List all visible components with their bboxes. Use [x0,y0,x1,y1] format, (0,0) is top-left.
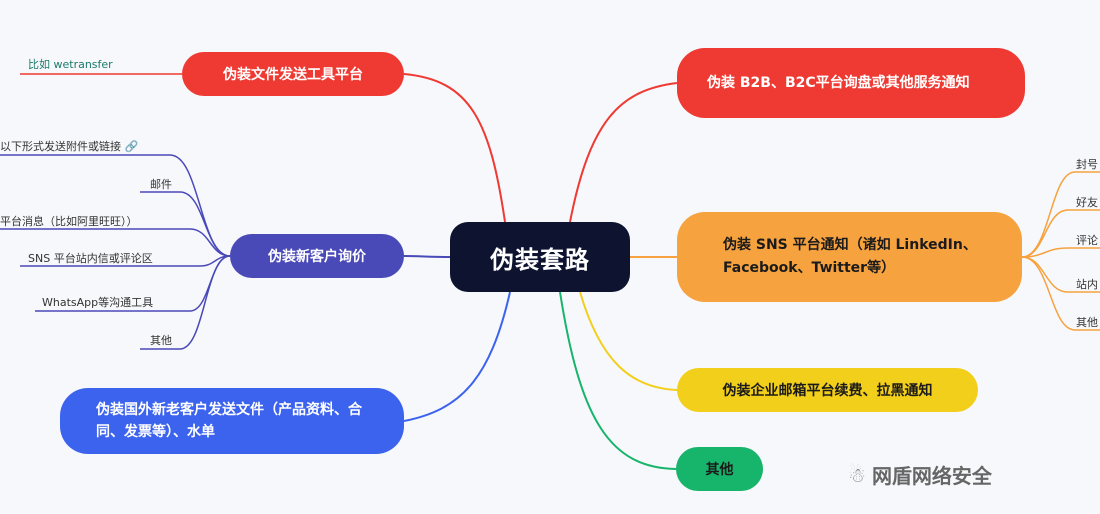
leaf-platform-msg: 平台消息（比如阿里旺旺）） [0,215,138,228]
node-b2b-label: 伪装 B2B、B2C平台询盘或其他服务通知 [707,75,970,91]
node-send-files-label: 伪装国外新老客户发送文件（产品资料、合同、发票等）、水单 [96,402,362,440]
node-sns: 伪装 SNS 平台通知（诸如 LinkedIn、Facebook、Twitter… [677,212,1022,302]
node-new-customer-label: 伪装新客户询价 [268,249,366,265]
leaf-right-1: 好友 [1076,196,1098,209]
watermark: ☃ 网盾网络安全 [848,460,992,489]
leaf-other: 其他 [150,334,172,347]
node-b2b: 伪装 B2B、B2C平台询盘或其他服务通知 [677,48,1025,118]
node-other: 其他 [676,447,763,491]
node-email-platform-label: 伪装企业邮箱平台续费、拉黑通知 [722,383,933,399]
leaf-right-0: 封号 [1076,158,1098,171]
watermark-label: 网盾网络安全 [871,464,992,488]
center-node: 伪装套路 [450,222,630,292]
leaf-sns-msg: SNS 平台站内信或评论区 [28,252,153,265]
leaf-right-2: 评论 [1076,234,1098,247]
node-email-platform: 伪装企业邮箱平台续费、拉黑通知 [677,368,978,412]
leaf-mail: 邮件 [150,178,172,191]
node-send-files: 伪装国外新老客户发送文件（产品资料、合同、发票等）、水单 [60,388,404,454]
link-icon: 🔗 [121,140,139,153]
center-label: 伪装套路 [490,245,590,274]
leaf-attachment: 以下形式发送附件或链接 🔗 [0,138,138,154]
node-new-customer: 伪装新客户询价 [230,234,404,278]
node-other-label: 其他 [705,462,734,478]
watermark-logo-icon: ☃ [848,462,866,487]
node-sns-label: 伪装 SNS 平台通知（诸如 LinkedIn、Facebook、Twitter… [723,237,977,276]
leaf-whatsapp: WhatsApp等沟通工具 [42,296,154,309]
node-file-tool: 伪装文件发送工具平台 [182,52,404,96]
leaf-right-3: 站内 [1076,278,1098,291]
node-file-tool-label: 伪装文件发送工具平台 [223,67,363,83]
leaf-wetransfer: 比如 wetransfer [28,58,113,71]
leaf-attachment-label: 以下形式发送附件或链接 [0,140,121,153]
leaf-right-4: 其他 [1076,316,1098,329]
